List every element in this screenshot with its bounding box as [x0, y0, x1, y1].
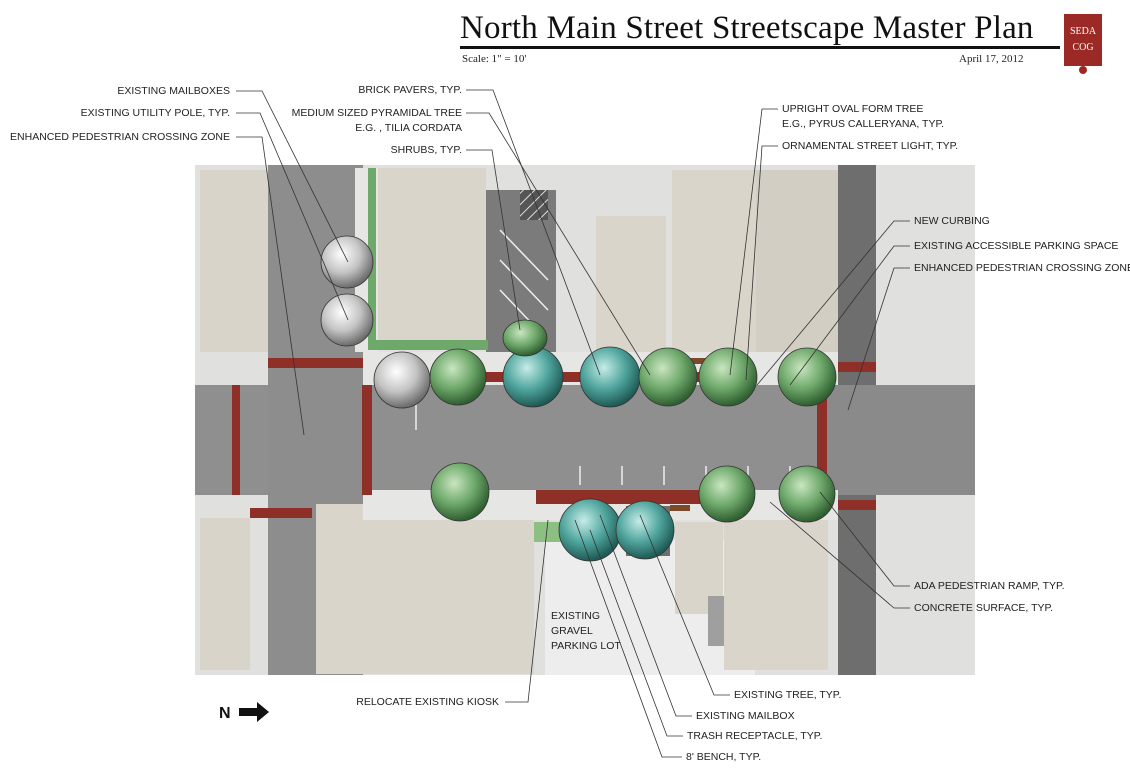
- tree-gray-2: [320, 293, 374, 347]
- tree-teal-4: [615, 500, 675, 560]
- logo-line-1: SEDA: [1070, 26, 1097, 37]
- seda-cog-logo: SEDA COG: [1064, 14, 1102, 74]
- label-existing-utility-pole: EXISTING UTILITY POLE, TYP.: [80, 107, 230, 119]
- crosswalk-right-top: [838, 362, 876, 372]
- north-arrow-label: N: [219, 705, 231, 722]
- label-concrete-surface: CONCRETE SURFACE, TYP.: [914, 602, 1054, 614]
- north-arrow: N: [219, 702, 269, 722]
- tree-green-4: [777, 347, 837, 407]
- building-bottom-right: [724, 520, 828, 670]
- crosswalk-right-bottom: [838, 500, 876, 510]
- label-oval-tree-example: E.G., PYRUS CALLERYANA, TYP.: [782, 118, 945, 130]
- label-street-light: ORNAMENTAL STREET LIGHT, TYP.: [782, 140, 959, 152]
- tree-green-7: [778, 465, 836, 523]
- scale-note: Scale: 1" = 10': [462, 53, 527, 65]
- building-top-mid: [596, 216, 666, 356]
- building-bottom-left: [316, 504, 534, 674]
- tree-teal-1: [502, 346, 564, 408]
- tree-green-5: [430, 462, 490, 522]
- tree-teal-2: [579, 346, 641, 408]
- label-brick-pavers: BRICK PAVERS, TYP.: [358, 84, 462, 96]
- tree-gray-3: [373, 351, 431, 409]
- tree-green-6: [698, 465, 756, 523]
- label-gravel-lot-1: EXISTING: [551, 610, 601, 622]
- tree-green-8: [502, 319, 548, 357]
- tree-green-1: [429, 348, 487, 406]
- label-ada-ramp: ADA PEDESTRIAN RAMP, TYP.: [914, 580, 1065, 592]
- tree-gray-1: [320, 235, 374, 289]
- tree-green-3: [698, 347, 758, 407]
- label-enhanced-crossing-right: ENHANCED PEDESTRIAN CROSSING ZONE: [914, 262, 1130, 274]
- leader-lines: [236, 89, 910, 758]
- label-pyramidal-tree-example: E.G. , TILIA CORDATA: [355, 122, 462, 134]
- tree-green-2: [638, 347, 698, 407]
- label-enhanced-crossing-left: ENHANCED PEDESTRIAN CROSSING ZONE: [10, 131, 230, 143]
- label-gravel-lot-2: GRAVEL: [551, 625, 593, 637]
- label-bench: 8' BENCH, TYP.: [686, 751, 762, 763]
- label-existing-mailboxes: EXISTING MAILBOXES: [117, 85, 230, 97]
- right-street-extension: [825, 385, 975, 495]
- crosswalk-left-bottom: [250, 508, 312, 518]
- building-top-right-shade: [756, 170, 838, 356]
- plan-date: April 17, 2012: [959, 53, 1024, 65]
- trees: [320, 235, 837, 562]
- label-accessible-parking: EXISTING ACCESSIBLE PARKING SPACE: [914, 240, 1119, 252]
- building-top-left: [378, 168, 486, 340]
- crosswalk-right-west: [817, 385, 827, 500]
- crosswalk-left-west: [232, 385, 240, 495]
- label-existing-mailbox: EXISTING MAILBOX: [696, 710, 795, 722]
- label-shrubs: SHRUBS, TYP.: [390, 144, 462, 156]
- bench-top: [686, 358, 706, 364]
- label-gravel-lot-3: PARKING LOT: [551, 640, 621, 652]
- label-new-curbing: NEW CURBING: [914, 215, 990, 227]
- bench-bottom: [670, 505, 690, 511]
- building-top-far-left: [200, 170, 268, 352]
- building-bottom-far-left: [200, 518, 250, 670]
- label-pyramidal-tree: MEDIUM SIZED PYRAMIDAL TREE: [291, 107, 462, 119]
- label-existing-tree: EXISTING TREE, TYP.: [734, 689, 842, 701]
- label-relocate-kiosk: RELOCATE EXISTING KIOSK: [356, 696, 499, 708]
- crosswalk-left-east: [362, 385, 372, 495]
- accessible-hatch: [520, 190, 548, 220]
- logo-line-2: COG: [1072, 42, 1093, 53]
- crosswalk-left-top: [268, 358, 363, 368]
- label-trash-receptacle: TRASH RECEPTACLE, TYP.: [687, 730, 823, 742]
- north-arrow-icon: [239, 702, 269, 722]
- shrubs-left-base: [368, 340, 488, 350]
- title-underline: [460, 46, 1060, 49]
- label-oval-tree: UPRIGHT OVAL FORM TREE: [782, 103, 924, 115]
- page-title: North Main Street Streetscape Master Pla…: [460, 10, 1034, 46]
